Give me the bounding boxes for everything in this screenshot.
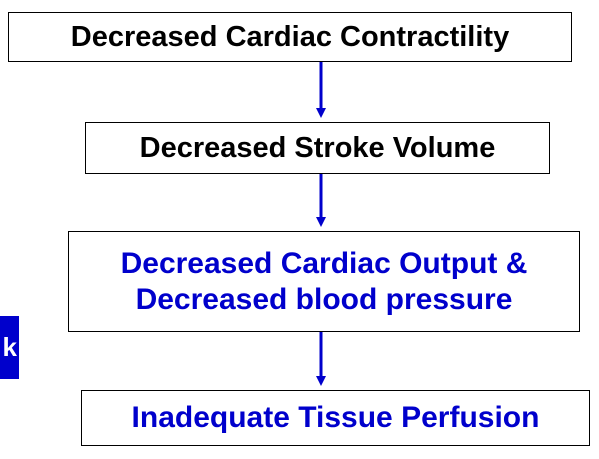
step-inadequate-tissue-perfusion: Inadequate Tissue Perfusion xyxy=(81,390,590,446)
step-3-label-line-2: Decreased blood pressure xyxy=(135,282,513,316)
step-decreased-cardiac-output: Decreased Cardiac Output & Decreased blo… xyxy=(68,231,580,332)
step-decreased-stroke-volume: Decreased Stroke Volume xyxy=(85,122,550,174)
step-3-label-line-1: Decreased Cardiac Output & xyxy=(120,247,528,281)
edge-tab-label: k xyxy=(2,332,17,362)
step-decreased-cardiac-contractility: Decreased Cardiac Contractility xyxy=(8,12,572,62)
edge-tab: k xyxy=(0,316,19,379)
step-2-label: Decreased Stroke Volume xyxy=(139,131,496,164)
step-4-label: Inadequate Tissue Perfusion xyxy=(131,401,540,435)
step-1-label: Decreased Cardiac Contractility xyxy=(70,20,510,53)
